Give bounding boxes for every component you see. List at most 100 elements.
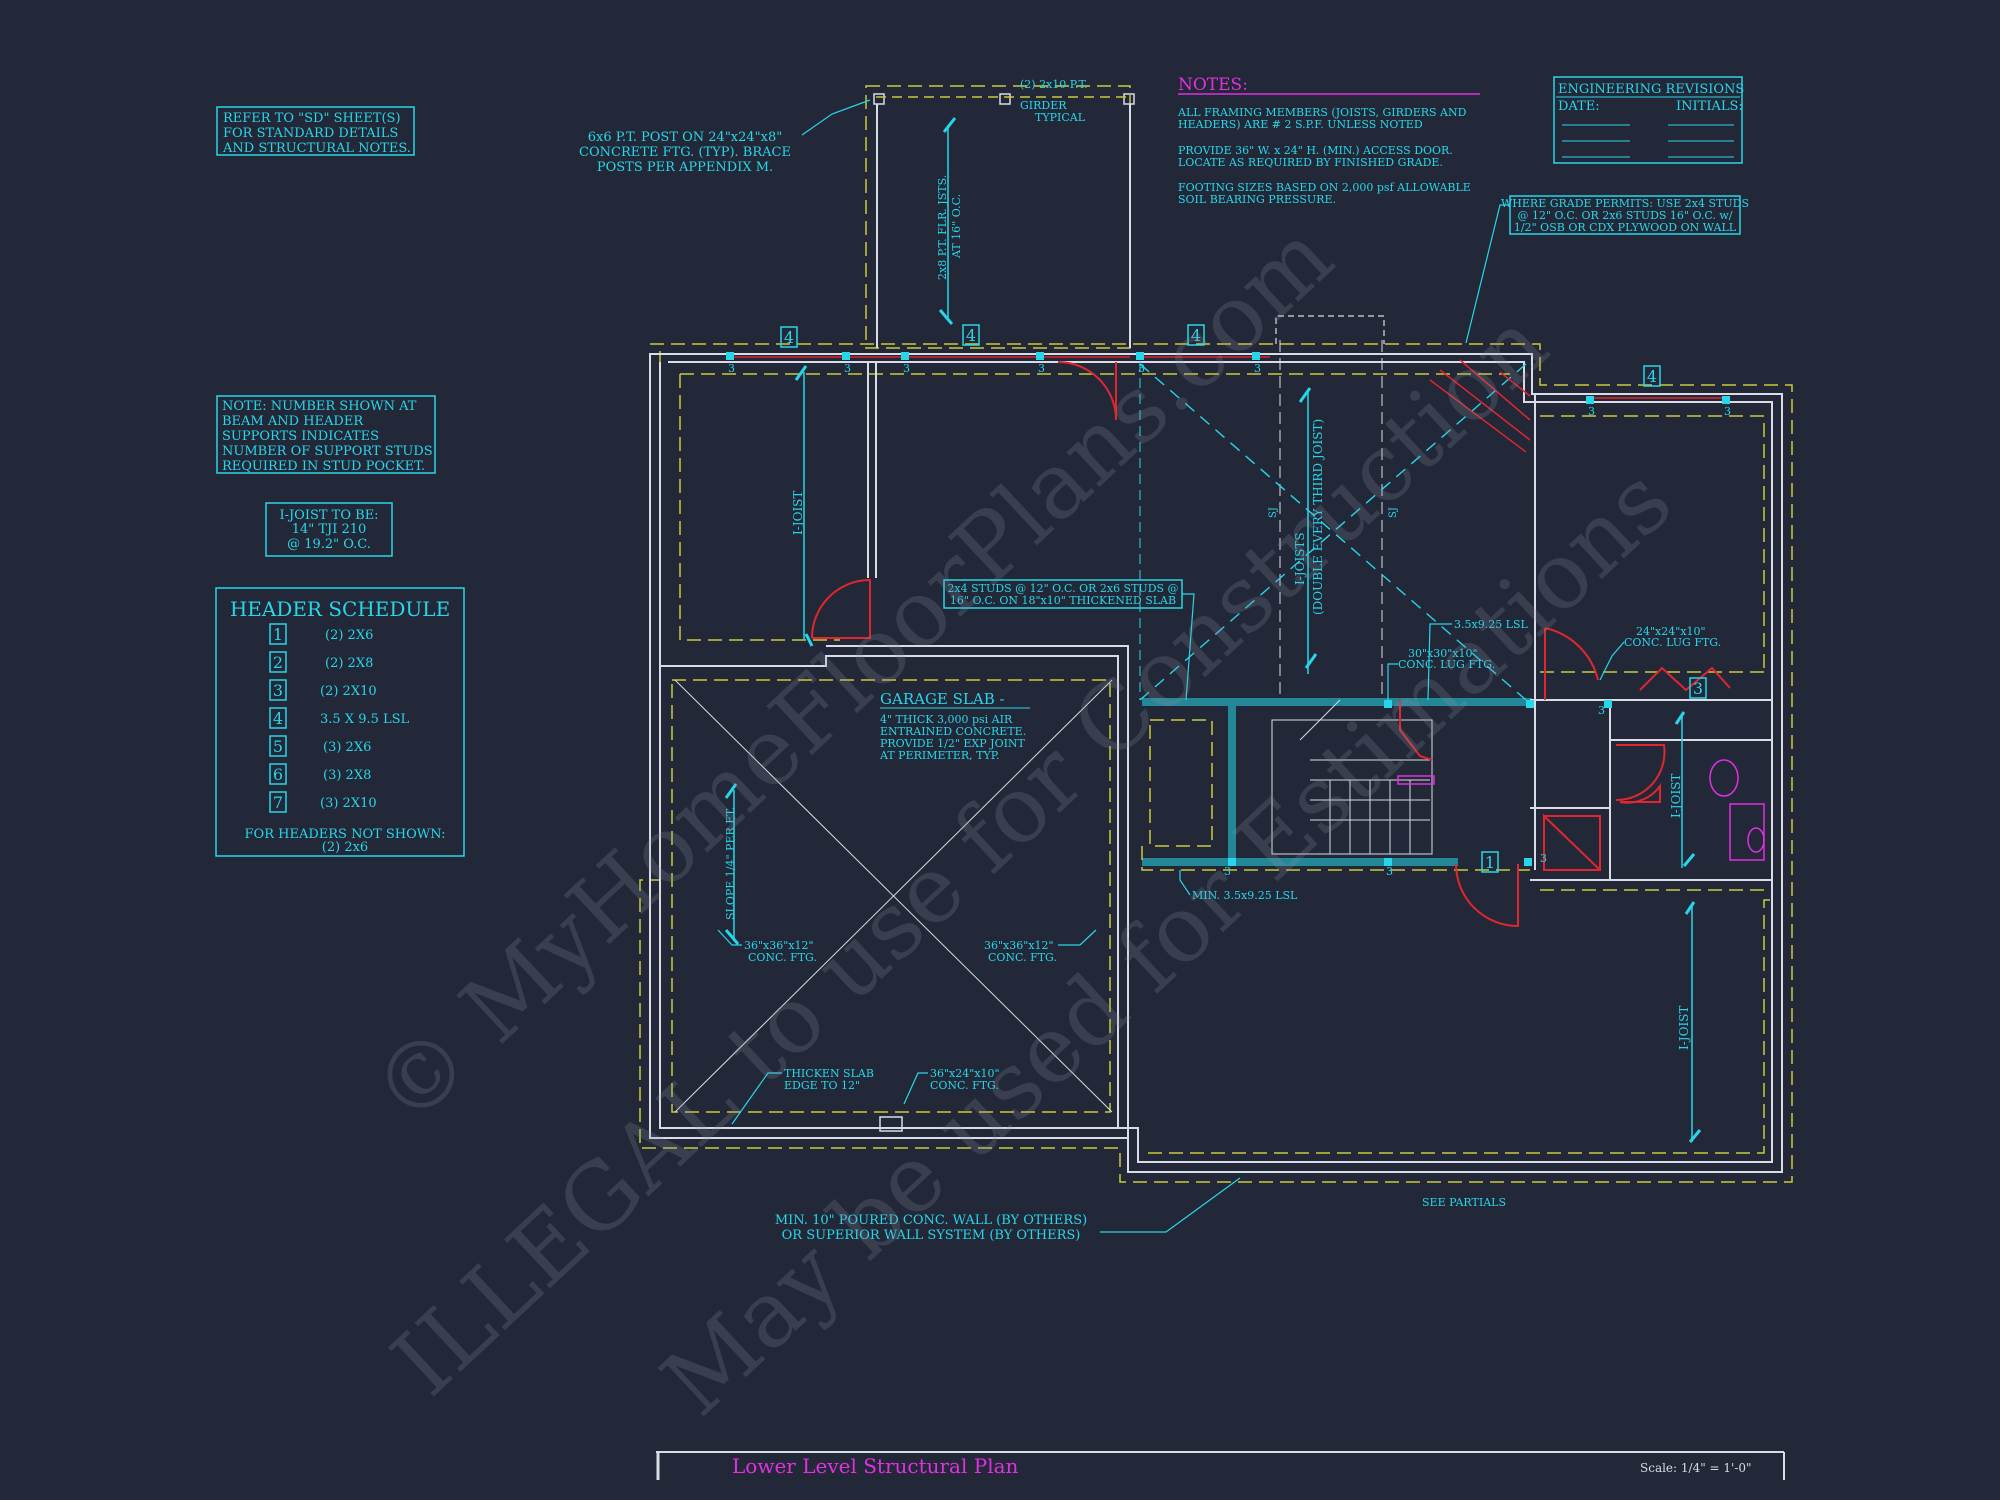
svg-text:3: 3: [1598, 704, 1605, 717]
svg-text:4: 4: [1191, 326, 1201, 345]
svg-text:SJ: SJ: [1388, 507, 1399, 518]
svg-text:HEADERS) ARE # 2 S.P.F. UNLESS: HEADERS) ARE # 2 S.P.F. UNLESS NOTED: [1178, 118, 1423, 131]
garage-slab-title: GARAGE SLAB -: [880, 690, 1005, 708]
door-swings: [811, 359, 1765, 928]
svg-text:CONC. FTG.: CONC. FTG.: [930, 1079, 999, 1092]
svg-text:4: 4: [273, 709, 283, 728]
svg-text:@ 12" O.C. OR 2x6 STUDS 16" O.: @ 12" O.C. OR 2x6 STUDS 16" O.C. w/: [1518, 209, 1733, 222]
svg-text:I-JOIST TO BE:: I-JOIST TO BE:: [279, 508, 378, 523]
svg-text:(2) 2X6: (2) 2X6: [325, 628, 373, 643]
stud-pockets: 3 3 3 3 3 3 3 3 3 3 3 3: [726, 352, 1731, 878]
svg-text:3: 3: [903, 362, 910, 375]
svg-text:3: 3: [1138, 362, 1145, 375]
svg-text:(2) 2x6: (2) 2x6: [322, 840, 368, 855]
svg-text:(3) 2X8: (3) 2X8: [323, 768, 371, 783]
svg-text:(2) 2X10: (2) 2X10: [320, 684, 377, 699]
watermark: © MyHomeFloorPlans.com ILLEGAL to use fo…: [352, 203, 1692, 1437]
svg-text:3: 3: [844, 362, 851, 375]
general-notes: NOTES: ALL FRAMING MEMBERS (JOISTS, GIRD…: [1177, 75, 1480, 206]
svg-text:AT 16" O.C.: AT 16" O.C.: [950, 194, 963, 259]
svg-text:EDGE TO 12": EDGE TO 12": [784, 1079, 860, 1092]
svg-text:3.5x9.25 LSL: 3.5x9.25 LSL: [1454, 618, 1529, 631]
svg-text:ENGINEERING REVISIONS: ENGINEERING REVISIONS: [1558, 82, 1744, 97]
svg-text:POSTS PER APPENDIX M.: POSTS PER APPENDIX M.: [597, 160, 773, 175]
svg-text:AND STRUCTURAL NOTES.: AND STRUCTURAL NOTES.: [222, 141, 411, 156]
svg-text:@ 19.2" O.C.: @ 19.2" O.C.: [287, 537, 371, 552]
foundation-outline: [639, 315, 1793, 1183]
svg-text:CONC. FTG.: CONC. FTG.: [748, 951, 817, 964]
svg-text:ALL FRAMING MEMBERS (JOISTS, G: ALL FRAMING MEMBERS (JOISTS, GIRDERS AND: [1177, 106, 1467, 119]
svg-text:NUMBER OF SUPPORT STUDS: NUMBER OF SUPPORT STUDS: [222, 444, 433, 459]
svg-text:SOIL BEARING PRESSURE.: SOIL BEARING PRESSURE.: [1178, 193, 1336, 206]
svg-text:ENTRAINED CONCRETE.: ENTRAINED CONCRETE.: [880, 725, 1026, 738]
svg-text:(DOUBLE EVERY THIRD JOIST): (DOUBLE EVERY THIRD JOIST): [1311, 419, 1325, 615]
svg-text:14" TJI 210: 14" TJI 210: [292, 522, 367, 537]
svg-text:4: 4: [784, 328, 794, 347]
ijoist-spec-note: I-JOIST TO BE: 14" TJI 210 @ 19.2" O.C.: [265, 502, 393, 557]
svg-text:1: 1: [273, 625, 283, 644]
svg-text:FOOTING SIZES BASED ON 2,000 p: FOOTING SIZES BASED ON 2,000 psf ALLOWAB…: [1178, 181, 1471, 194]
svg-text:I-JOISTS: I-JOISTS: [1293, 532, 1307, 585]
svg-text:24"x24"x10": 24"x24"x10": [1636, 625, 1706, 638]
wall-note: MIN. 10" POURED CONC. WALL (BY OTHERS) O…: [775, 1177, 1241, 1243]
svg-text:FOR HEADERS NOT SHOWN:: FOR HEADERS NOT SHOWN:: [245, 827, 446, 842]
svg-text:MIN. 10" POURED CONC. WALL (BY: MIN. 10" POURED CONC. WALL (BY OTHERS): [775, 1213, 1087, 1228]
svg-text:6: 6: [273, 765, 283, 784]
svg-text:(3) 2X6: (3) 2X6: [323, 740, 371, 755]
svg-text:TYPICAL: TYPICAL: [1035, 111, 1086, 124]
svg-text:SLOPE 1/4" PER FT.: SLOPE 1/4" PER FT.: [724, 807, 737, 920]
svg-text:CONC. FTG.: CONC. FTG.: [988, 951, 1057, 964]
svg-text:30"x30"x10": 30"x30"x10": [1408, 647, 1478, 660]
svg-text:1/2" OSB OR CDX PLYWOOD ON WAL: 1/2" OSB OR CDX PLYWOOD ON WALL: [1514, 221, 1737, 234]
svg-text:ILLEGAL to use for Constructio: ILLEGAL to use for Construction: [372, 291, 1568, 1416]
svg-text:CONC. LUG FTG.: CONC. LUG FTG.: [1624, 636, 1721, 649]
title-block: Lower Level Structural Plan Scale: 1/4" …: [656, 1451, 1785, 1480]
notes-title: NOTES:: [1178, 75, 1248, 95]
svg-text:3.5 X 9.5 LSL: 3.5 X 9.5 LSL: [320, 712, 410, 727]
svg-text:NOTE: NUMBER SHOWN AT: NOTE: NUMBER SHOWN AT: [222, 399, 417, 414]
svg-text:(3) 2X10: (3) 2X10: [320, 796, 377, 811]
svg-text:THICKEN SLAB: THICKEN SLAB: [784, 1067, 874, 1080]
svg-text:36"x36"x12": 36"x36"x12": [984, 939, 1054, 952]
svg-text:3: 3: [273, 681, 283, 700]
see-partials-label: SEE PARTIALS: [1422, 1196, 1506, 1209]
svg-text:I-JOIST: I-JOIST: [791, 491, 805, 535]
svg-text:16" O.C. ON 18"x10" THICKENED: 16" O.C. ON 18"x10" THICKENED SLAB: [950, 594, 1176, 607]
svg-text:3: 3: [1386, 865, 1393, 878]
svg-text:INITIALS:: INITIALS:: [1676, 99, 1743, 114]
svg-text:SUPPORTS INDICATES: SUPPORTS INDICATES: [222, 429, 379, 444]
svg-text:7: 7: [273, 793, 283, 812]
svg-text:5: 5: [273, 737, 283, 756]
svg-text:4: 4: [966, 326, 976, 345]
svg-text:WHERE GRADE PERMITS: USE 2x4 S: WHERE GRADE PERMITS: USE 2x4 STUDS: [1501, 197, 1749, 210]
sheet-title: Lower Level Structural Plan: [732, 1454, 1019, 1478]
svg-text:2: 2: [273, 653, 283, 672]
svg-text:BEAM AND HEADER: BEAM AND HEADER: [222, 414, 364, 429]
svg-text:SJ: SJ: [1268, 507, 1279, 518]
lug-footing-notes: 3.5x9.25 LSL 30"x30"x10" CONC. LUG FTG. …: [1179, 618, 1721, 902]
garage-slab-notes: GARAGE SLAB - 4" THICK 3,000 psi AIR ENT…: [717, 690, 1097, 1125]
stud-support-note: NOTE: NUMBER SHOWN AT BEAM AND HEADER SU…: [216, 395, 436, 474]
svg-text:LOCATE AS REQUIRED BY FINISHED: LOCATE AS REQUIRED BY FINISHED GRADE.: [1178, 156, 1443, 169]
engineering-revisions: ENGINEERING REVISIONS DATE: INITIALS:: [1553, 76, 1744, 164]
svg-text:1: 1: [1485, 853, 1495, 872]
beam-tags: 4 4 4 4 3 1: [780, 324, 1707, 873]
svg-text:DATE:: DATE:: [1558, 99, 1600, 114]
svg-text:AT PERIMETER, TYP.: AT PERIMETER, TYP.: [879, 749, 999, 762]
svg-text:3: 3: [1254, 362, 1261, 375]
refer-note: REFER TO "SD" SHEET(S) FOR STANDARD DETA…: [216, 106, 415, 156]
svg-text:36"x36"x12": 36"x36"x12": [744, 939, 814, 952]
svg-text:I-JOIST: I-JOIST: [1677, 1006, 1691, 1050]
svg-text:3: 3: [1540, 852, 1547, 865]
svg-text:CONCRETE FTG. (TYP). BRACE: CONCRETE FTG. (TYP). BRACE: [579, 145, 791, 160]
grade-note: WHERE GRADE PERMITS: USE 2x4 STUDS @ 12"…: [1465, 195, 1749, 344]
svg-text:(2) 2x10 P.T.: (2) 2x10 P.T.: [1020, 78, 1088, 91]
svg-text:CONC. LUG FTG.: CONC. LUG FTG.: [1398, 658, 1495, 671]
svg-text:3: 3: [1038, 362, 1045, 375]
svg-text:REQUIRED IN STUD POCKET.: REQUIRED IN STUD POCKET.: [222, 459, 425, 474]
svg-text:REFER TO "SD" SHEET(S): REFER TO "SD" SHEET(S): [223, 111, 401, 126]
svg-text:GIRDER: GIRDER: [1020, 99, 1067, 112]
svg-text:I-JOIST: I-JOIST: [1669, 774, 1683, 818]
svg-text:4: 4: [1647, 367, 1657, 386]
